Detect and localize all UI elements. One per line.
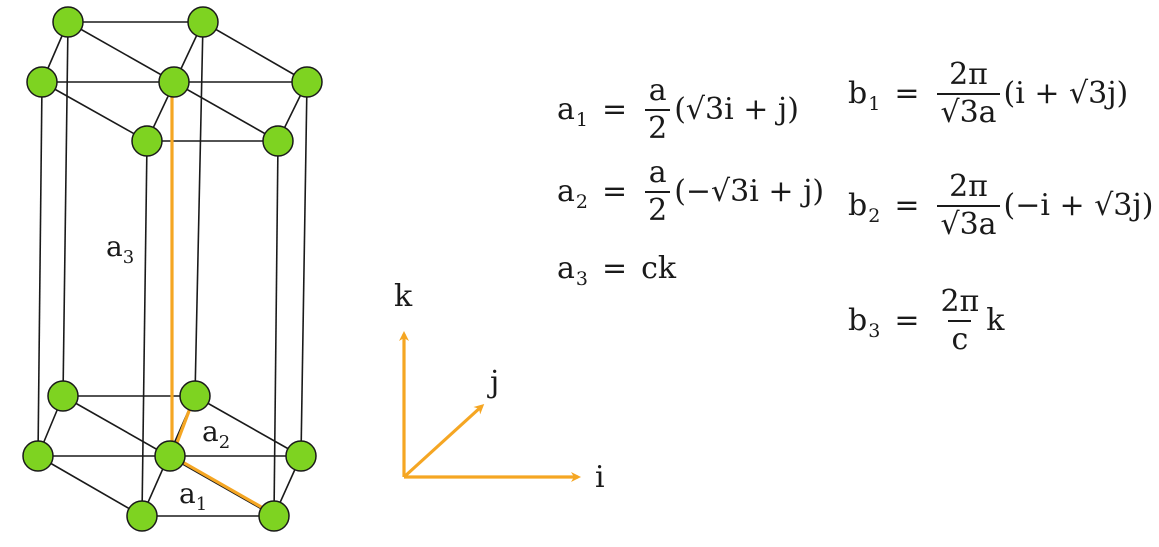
- atom: [131, 125, 163, 157]
- atom: [47, 380, 79, 412]
- cartesian-axes: [399, 331, 581, 482]
- axis-label-i: i: [595, 460, 605, 495]
- axis-label-j: j: [487, 365, 499, 400]
- atom: [126, 500, 158, 532]
- atom: [291, 66, 323, 98]
- atom: [158, 66, 190, 98]
- label-a2: a2: [202, 415, 230, 453]
- atom: [22, 440, 54, 472]
- atom: [187, 6, 219, 38]
- label-a1: a1: [179, 477, 207, 515]
- atom: [285, 440, 317, 472]
- vector-a1: [171, 454, 273, 514]
- axis-j: [402, 403, 485, 479]
- label-a3: a3: [106, 230, 134, 268]
- atom: [52, 6, 84, 38]
- atom: [179, 380, 211, 412]
- atom: [262, 125, 294, 157]
- atom: [154, 440, 186, 472]
- atom: [258, 500, 290, 532]
- axis-label-k: k: [394, 279, 413, 314]
- atom: [26, 66, 58, 98]
- lattice-atoms: [22, 6, 323, 532]
